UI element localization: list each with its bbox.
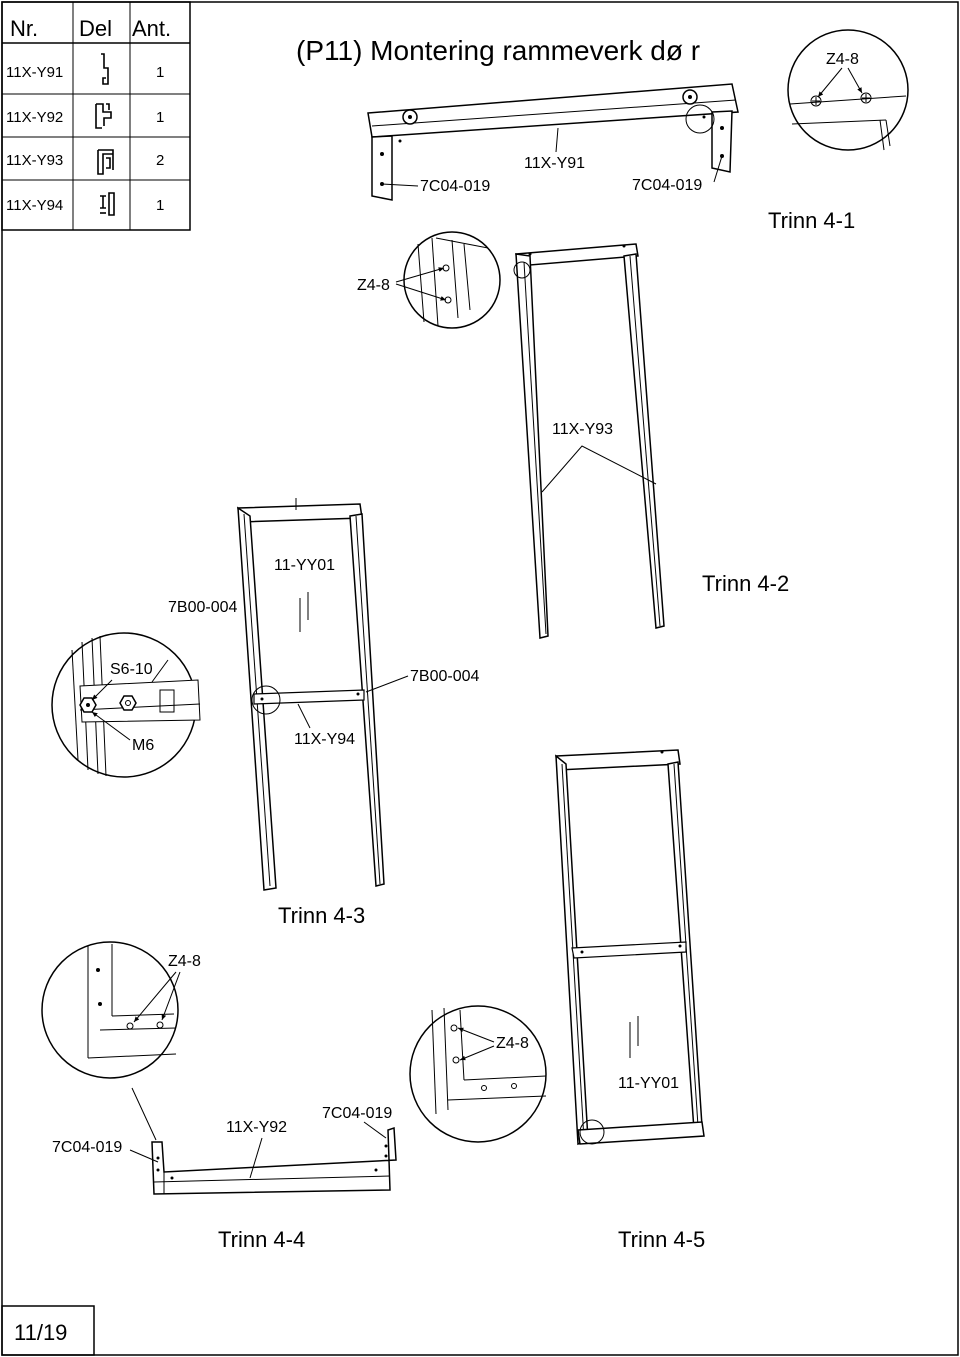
profile-y94-icon [100, 192, 115, 216]
door-frame-step-4-5 [555, 749, 705, 1146]
detail-circle-z48-lower-middle [409, 1005, 547, 1143]
table-header-nr: Nr. [10, 16, 38, 41]
part-label-7c04-019: 7C04-019 [52, 1139, 122, 1156]
profile-y93-icon [97, 149, 114, 175]
page-title: (P11) Montering rammeverk dø r [296, 35, 700, 66]
detail-circle-z48-mid [403, 231, 501, 329]
table-row-qty: 1 [156, 64, 164, 81]
part-label-7c04-019: 7C04-019 [420, 178, 490, 195]
part-label-7c04-019: 7C04-019 [322, 1105, 392, 1122]
page-number-box [1, 1305, 95, 1356]
part-label-m6: M6 [132, 737, 154, 754]
table-row-nr: 11X-Y92 [6, 109, 63, 126]
profile-y92-icon [95, 103, 112, 129]
table-header-ant: Ant. [132, 16, 171, 41]
step-label: Trinn 4-5 [618, 1227, 705, 1252]
step-label: Trinn 4-4 [218, 1227, 305, 1252]
part-label-7b00-004: 7B00-004 [168, 599, 237, 616]
detail-circle-z48-top [787, 29, 909, 151]
part-label-7b00-004: 7B00-004 [410, 668, 479, 685]
step-label: Trinn 4-3 [278, 903, 365, 928]
step-label: Trinn 4-2 [702, 571, 789, 596]
table-row-qty: 1 [156, 109, 164, 126]
page-number: 11/19 [14, 1320, 67, 1345]
part-label-11-yy01: 11-YY01 [618, 1075, 679, 1092]
table-row-nr: 11X-Y93 [6, 152, 63, 169]
door-frame-step-4-1 [513, 243, 665, 639]
table-row-nr: 11X-Y94 [6, 197, 63, 214]
step-4-1-rail [367, 83, 739, 201]
part-label-z4-8: Z4-8 [826, 51, 859, 68]
door-frame-step-4-2 [237, 498, 385, 891]
step-label: Trinn 4-1 [768, 208, 855, 233]
table-row-nr: 11X-Y91 [6, 64, 63, 81]
leader [381, 183, 419, 187]
table-header-del: Del [79, 16, 112, 41]
part-label-11x-y94: 11X-Y94 [294, 731, 355, 748]
part-label-11-yy01: 11-YY01 [274, 557, 335, 574]
part-label-s6-10: S6-10 [110, 661, 153, 678]
part-label-11x-y92: 11X-Y92 [226, 1119, 287, 1136]
part-label-7c04-019: 7C04-019 [632, 177, 702, 194]
table-row-qty: 1 [156, 197, 164, 214]
part-label-z4-8: Z4-8 [496, 1035, 529, 1052]
parts-table: Nr. Del Ant. 11X-Y91 11X-Y92 11X-Y93 11X… [1, 1, 191, 231]
leader [713, 155, 723, 183]
part-label-11x-y93: 11X-Y93 [552, 421, 613, 438]
profile-y91-icon [101, 53, 109, 85]
table-row-qty: 2 [156, 152, 164, 169]
step-4-4-rail [151, 1126, 397, 1195]
detail-circle-s6-10 [51, 632, 201, 778]
part-label-z4-8: Z4-8 [357, 277, 390, 294]
detail-circle-z48-lower-left [41, 941, 179, 1079]
part-label-11x-y91: 11X-Y91 [524, 155, 585, 172]
part-label-z4-8: Z4-8 [168, 953, 201, 970]
